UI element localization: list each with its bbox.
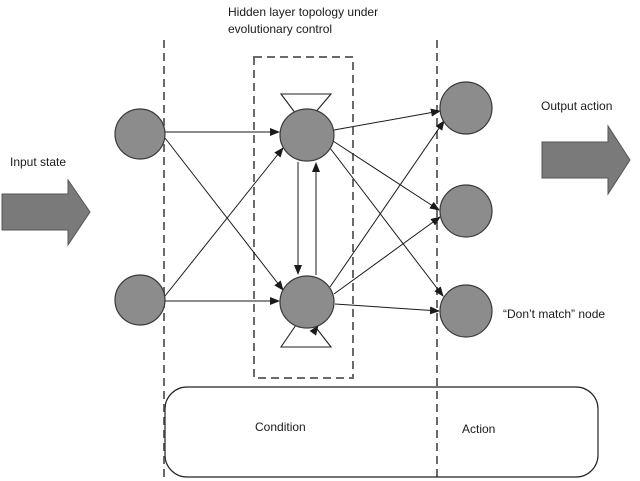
hidden-bottom-self-loop xyxy=(279,324,333,348)
edge-h2-o2 xyxy=(333,216,441,295)
edge-h1-o2 xyxy=(332,140,440,211)
input-node-1 xyxy=(114,108,166,160)
condition-label: Condition xyxy=(255,420,306,434)
edge-in2-h1 xyxy=(164,147,284,297)
hidden-node-2 xyxy=(279,275,335,329)
hidden-layer-box xyxy=(253,56,354,379)
dont-match-label: “Don’t match” node xyxy=(503,307,605,321)
input-state-label: Input state xyxy=(10,155,66,169)
dont-match-node xyxy=(439,284,493,338)
hidden-layer-title-line1: Hidden layer topology under xyxy=(228,5,378,19)
output-arrow-icon xyxy=(541,124,631,196)
edge-in1-h2 xyxy=(164,137,284,291)
self-loop-arrow xyxy=(309,325,319,336)
edge-h1-o3 xyxy=(329,147,444,297)
hidden-node-1 xyxy=(279,108,335,162)
input-arrow-icon xyxy=(1,178,91,247)
hidden-layer-title-line2: evolutionary control xyxy=(228,22,332,36)
action-label: Action xyxy=(462,422,495,436)
input-node-2 xyxy=(114,274,166,326)
output-action-label: Output action xyxy=(541,99,612,113)
edge-h2-o3 xyxy=(334,303,440,315)
condition-action-panel xyxy=(164,386,599,478)
output-node-2 xyxy=(439,184,493,238)
edge-h2-o1 xyxy=(329,120,445,288)
output-node-1 xyxy=(439,81,493,135)
hidden-top-self-loop xyxy=(279,93,333,115)
edge-h1-o1 xyxy=(333,108,441,131)
